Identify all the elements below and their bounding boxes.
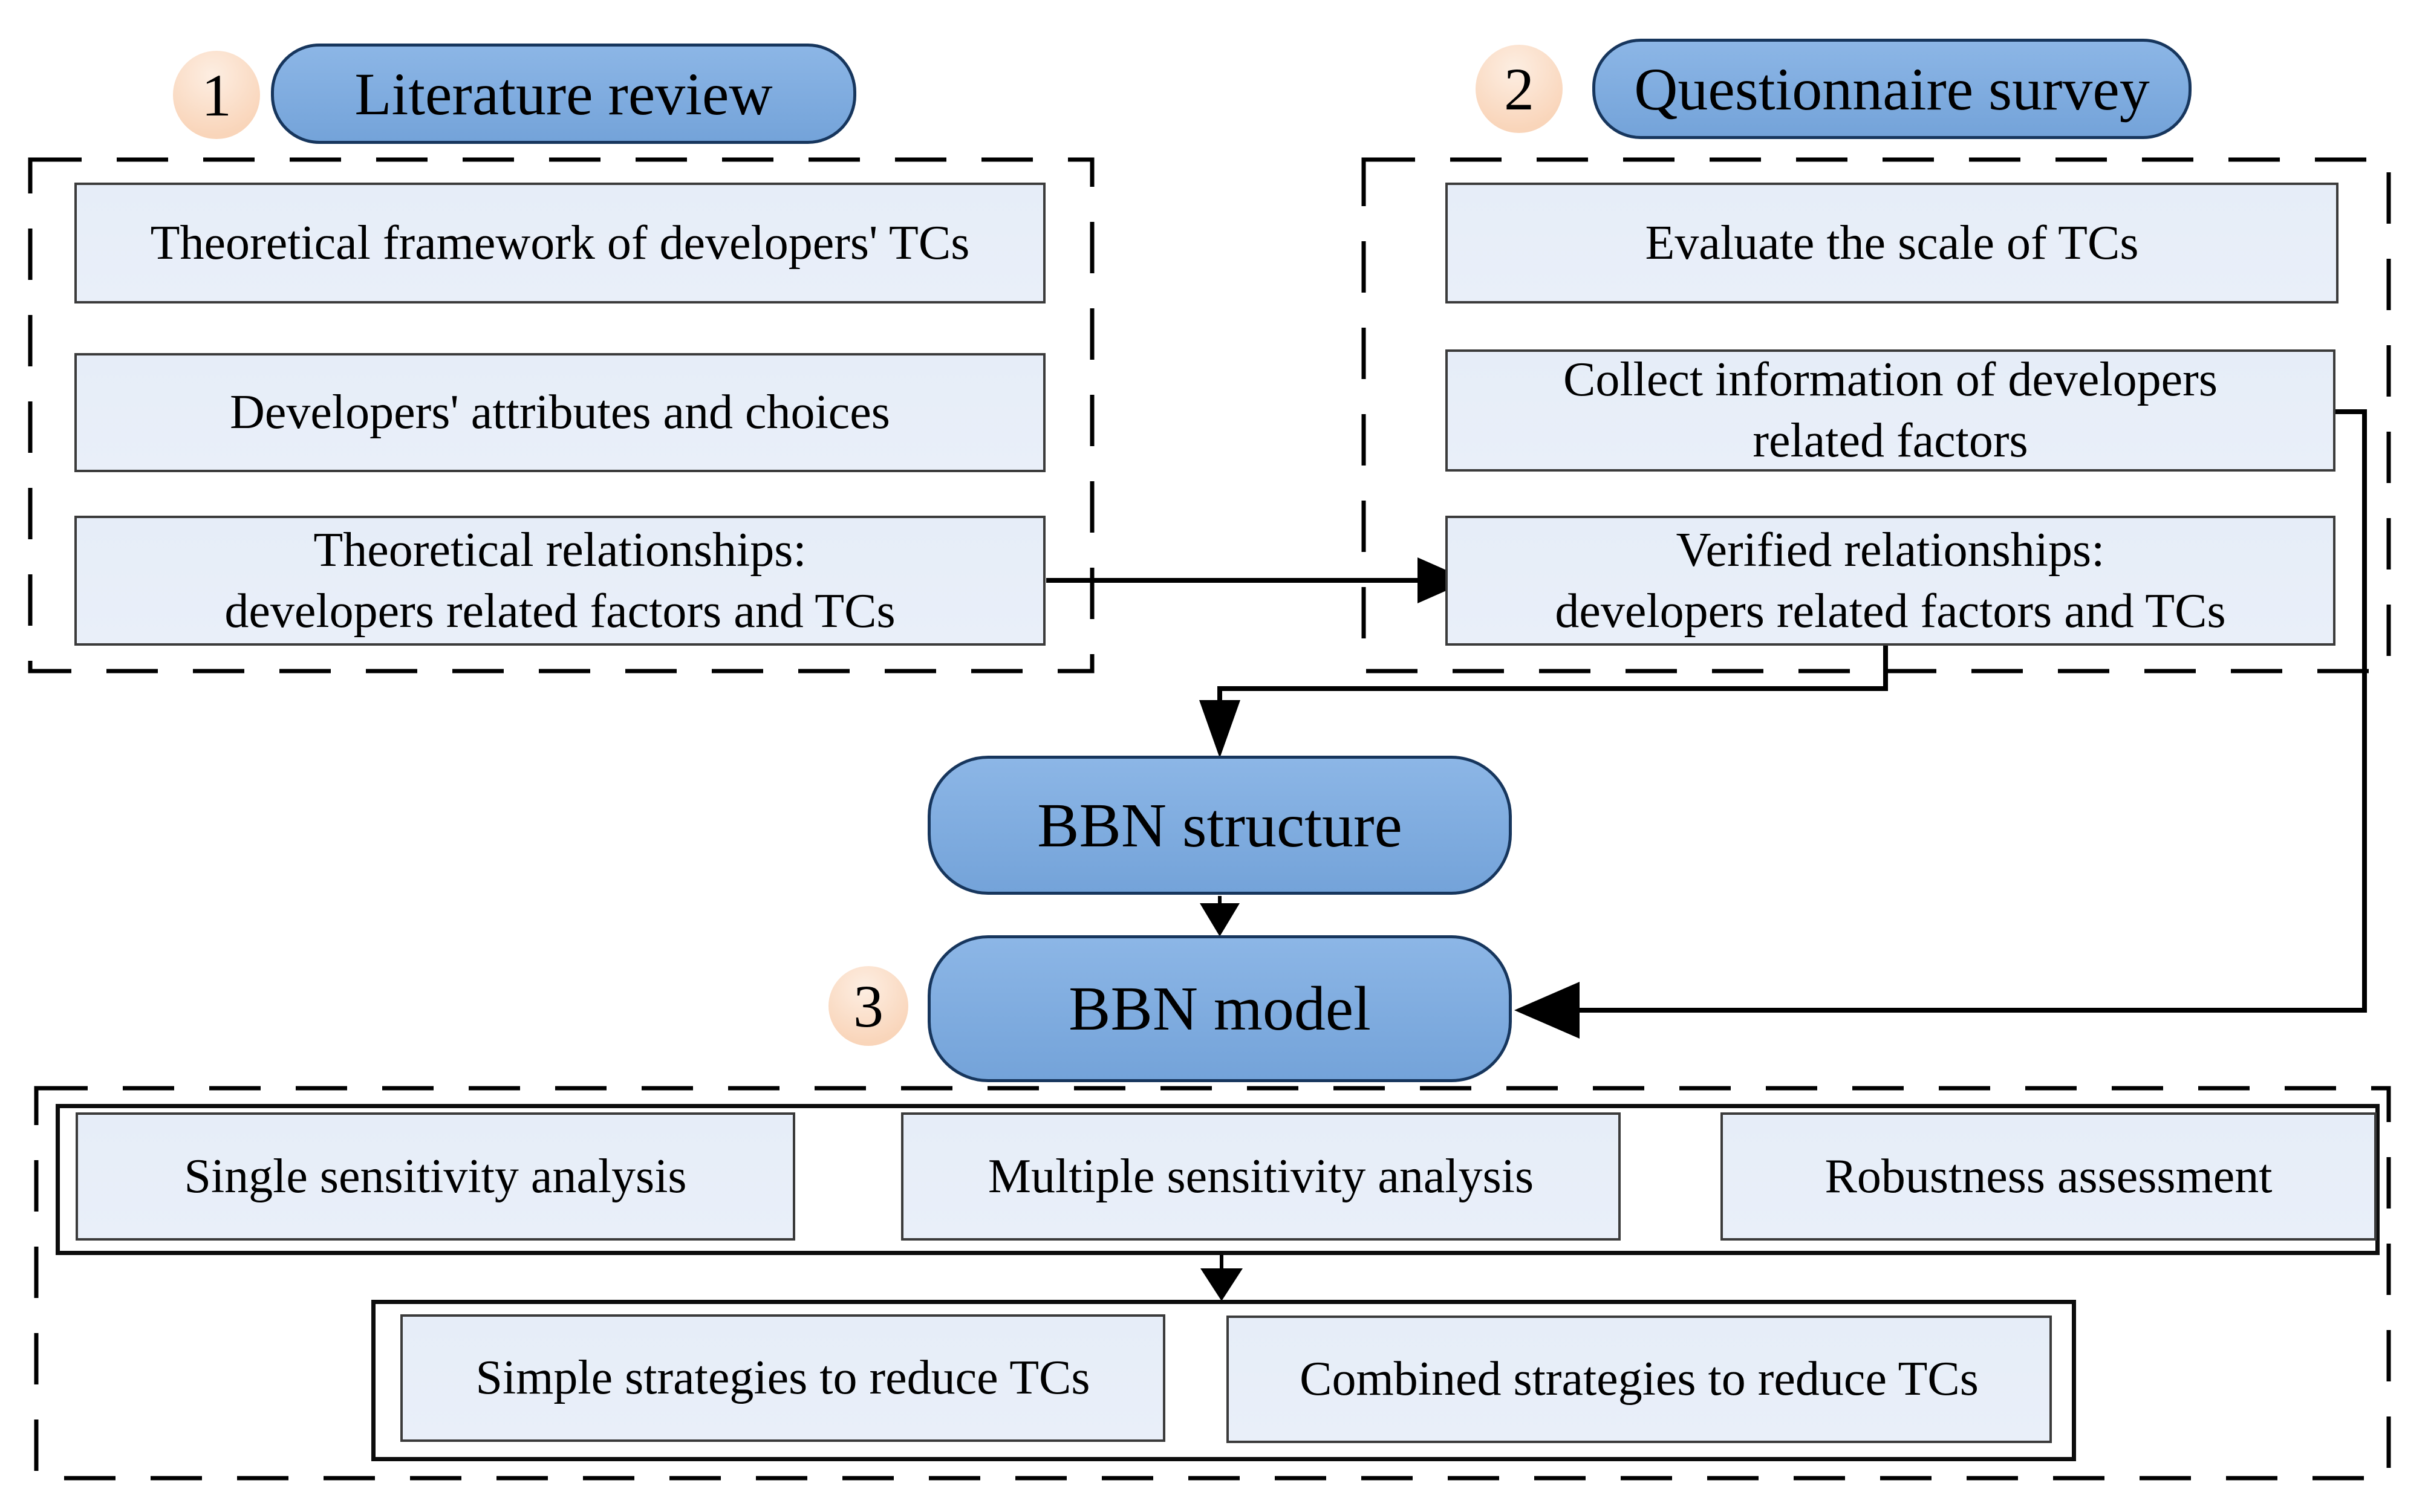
- stage2-number: 2: [1504, 55, 1534, 123]
- box-text: developers related factors and TCs: [1555, 584, 2226, 638]
- literature-review-pill: Literature review: [271, 44, 856, 144]
- box-robustness-assessment: Robustness assessment: [1720, 1112, 2377, 1241]
- box-text: Theoretical relationships:: [313, 523, 807, 577]
- connector-collect-to-model: [1578, 409, 2367, 1013]
- box-text: related factors: [1753, 414, 2028, 467]
- arrow-collect-to-model-head: [1514, 982, 1580, 1039]
- strategies-container: [371, 1300, 2076, 1461]
- arrow-analysis-to-strategies-head: [1200, 1268, 1243, 1301]
- arrow-theoretical-to-verified-head: [1417, 557, 1469, 603]
- analysis-container: [56, 1104, 2380, 1255]
- dashed-container-literature: [28, 157, 1095, 673]
- literature-review-title: Literature review: [354, 60, 773, 128]
- box-text: Combined strategies to reduce TCs: [1300, 1352, 1979, 1406]
- bbn-model-label: BBN model: [1069, 974, 1371, 1043]
- stage1-number: 1: [201, 61, 232, 129]
- stage1-badge: 1: [173, 51, 260, 139]
- box-text: Theoretical framework of developers' TCs: [150, 216, 970, 270]
- arrow-structure-to-model-head: [1200, 903, 1240, 936]
- bbn-structure-pill: BBN structure: [928, 756, 1512, 895]
- box-text: Verified relationships:: [1676, 523, 2105, 577]
- box-text: Simple strategies to reduce TCs: [475, 1351, 1090, 1405]
- box-collect-information: Collect information of developers relate…: [1445, 349, 2335, 472]
- box-multiple-sensitivity: Multiple sensitivity analysis: [901, 1112, 1621, 1241]
- stage3-number: 3: [853, 972, 884, 1040]
- box-text: Evaluate the scale of TCs: [1645, 216, 2139, 270]
- stage2-badge: 2: [1476, 45, 1563, 133]
- box-combined-strategies: Combined strategies to reduce TCs: [1226, 1316, 2052, 1443]
- box-theoretical-relationships: Theoretical relationships: developers re…: [74, 516, 1046, 646]
- box-text: Developers' attributes and choices: [230, 386, 890, 440]
- box-simple-strategies: Simple strategies to reduce TCs: [400, 1314, 1165, 1442]
- bbn-model-pill: BBN model: [928, 935, 1512, 1082]
- box-single-sensitivity: Single sensitivity analysis: [76, 1112, 795, 1241]
- questionnaire-survey-title: Questionnaire survey: [1634, 55, 2150, 123]
- box-developers-attributes: Developers' attributes and choices: [74, 353, 1046, 472]
- dashed-container-survey: [1361, 157, 2391, 673]
- box-text: Collect information of developers: [1563, 353, 2218, 407]
- box-text: Multiple sensitivity analysis: [988, 1149, 1534, 1203]
- stage3-badge: 3: [828, 966, 908, 1046]
- arrow-verified-to-structure-head: [1199, 700, 1240, 758]
- connector-verified-to-structure: [1217, 646, 1888, 704]
- dashed-container-analysis: [34, 1086, 2391, 1481]
- box-text: Robustness assessment: [1824, 1149, 2273, 1203]
- box-text: Single sensitivity analysis: [184, 1149, 687, 1203]
- box-theoretical-framework: Theoretical framework of developers' TCs: [74, 183, 1046, 303]
- bbn-structure-label: BBN structure: [1037, 790, 1402, 860]
- box-evaluate-scale: Evaluate the scale of TCs: [1445, 183, 2338, 303]
- box-verified-relationships: Verified relationships: developers relat…: [1445, 516, 2335, 646]
- questionnaire-survey-pill: Questionnaire survey: [1592, 39, 2192, 139]
- box-text: developers related factors and TCs: [224, 584, 896, 638]
